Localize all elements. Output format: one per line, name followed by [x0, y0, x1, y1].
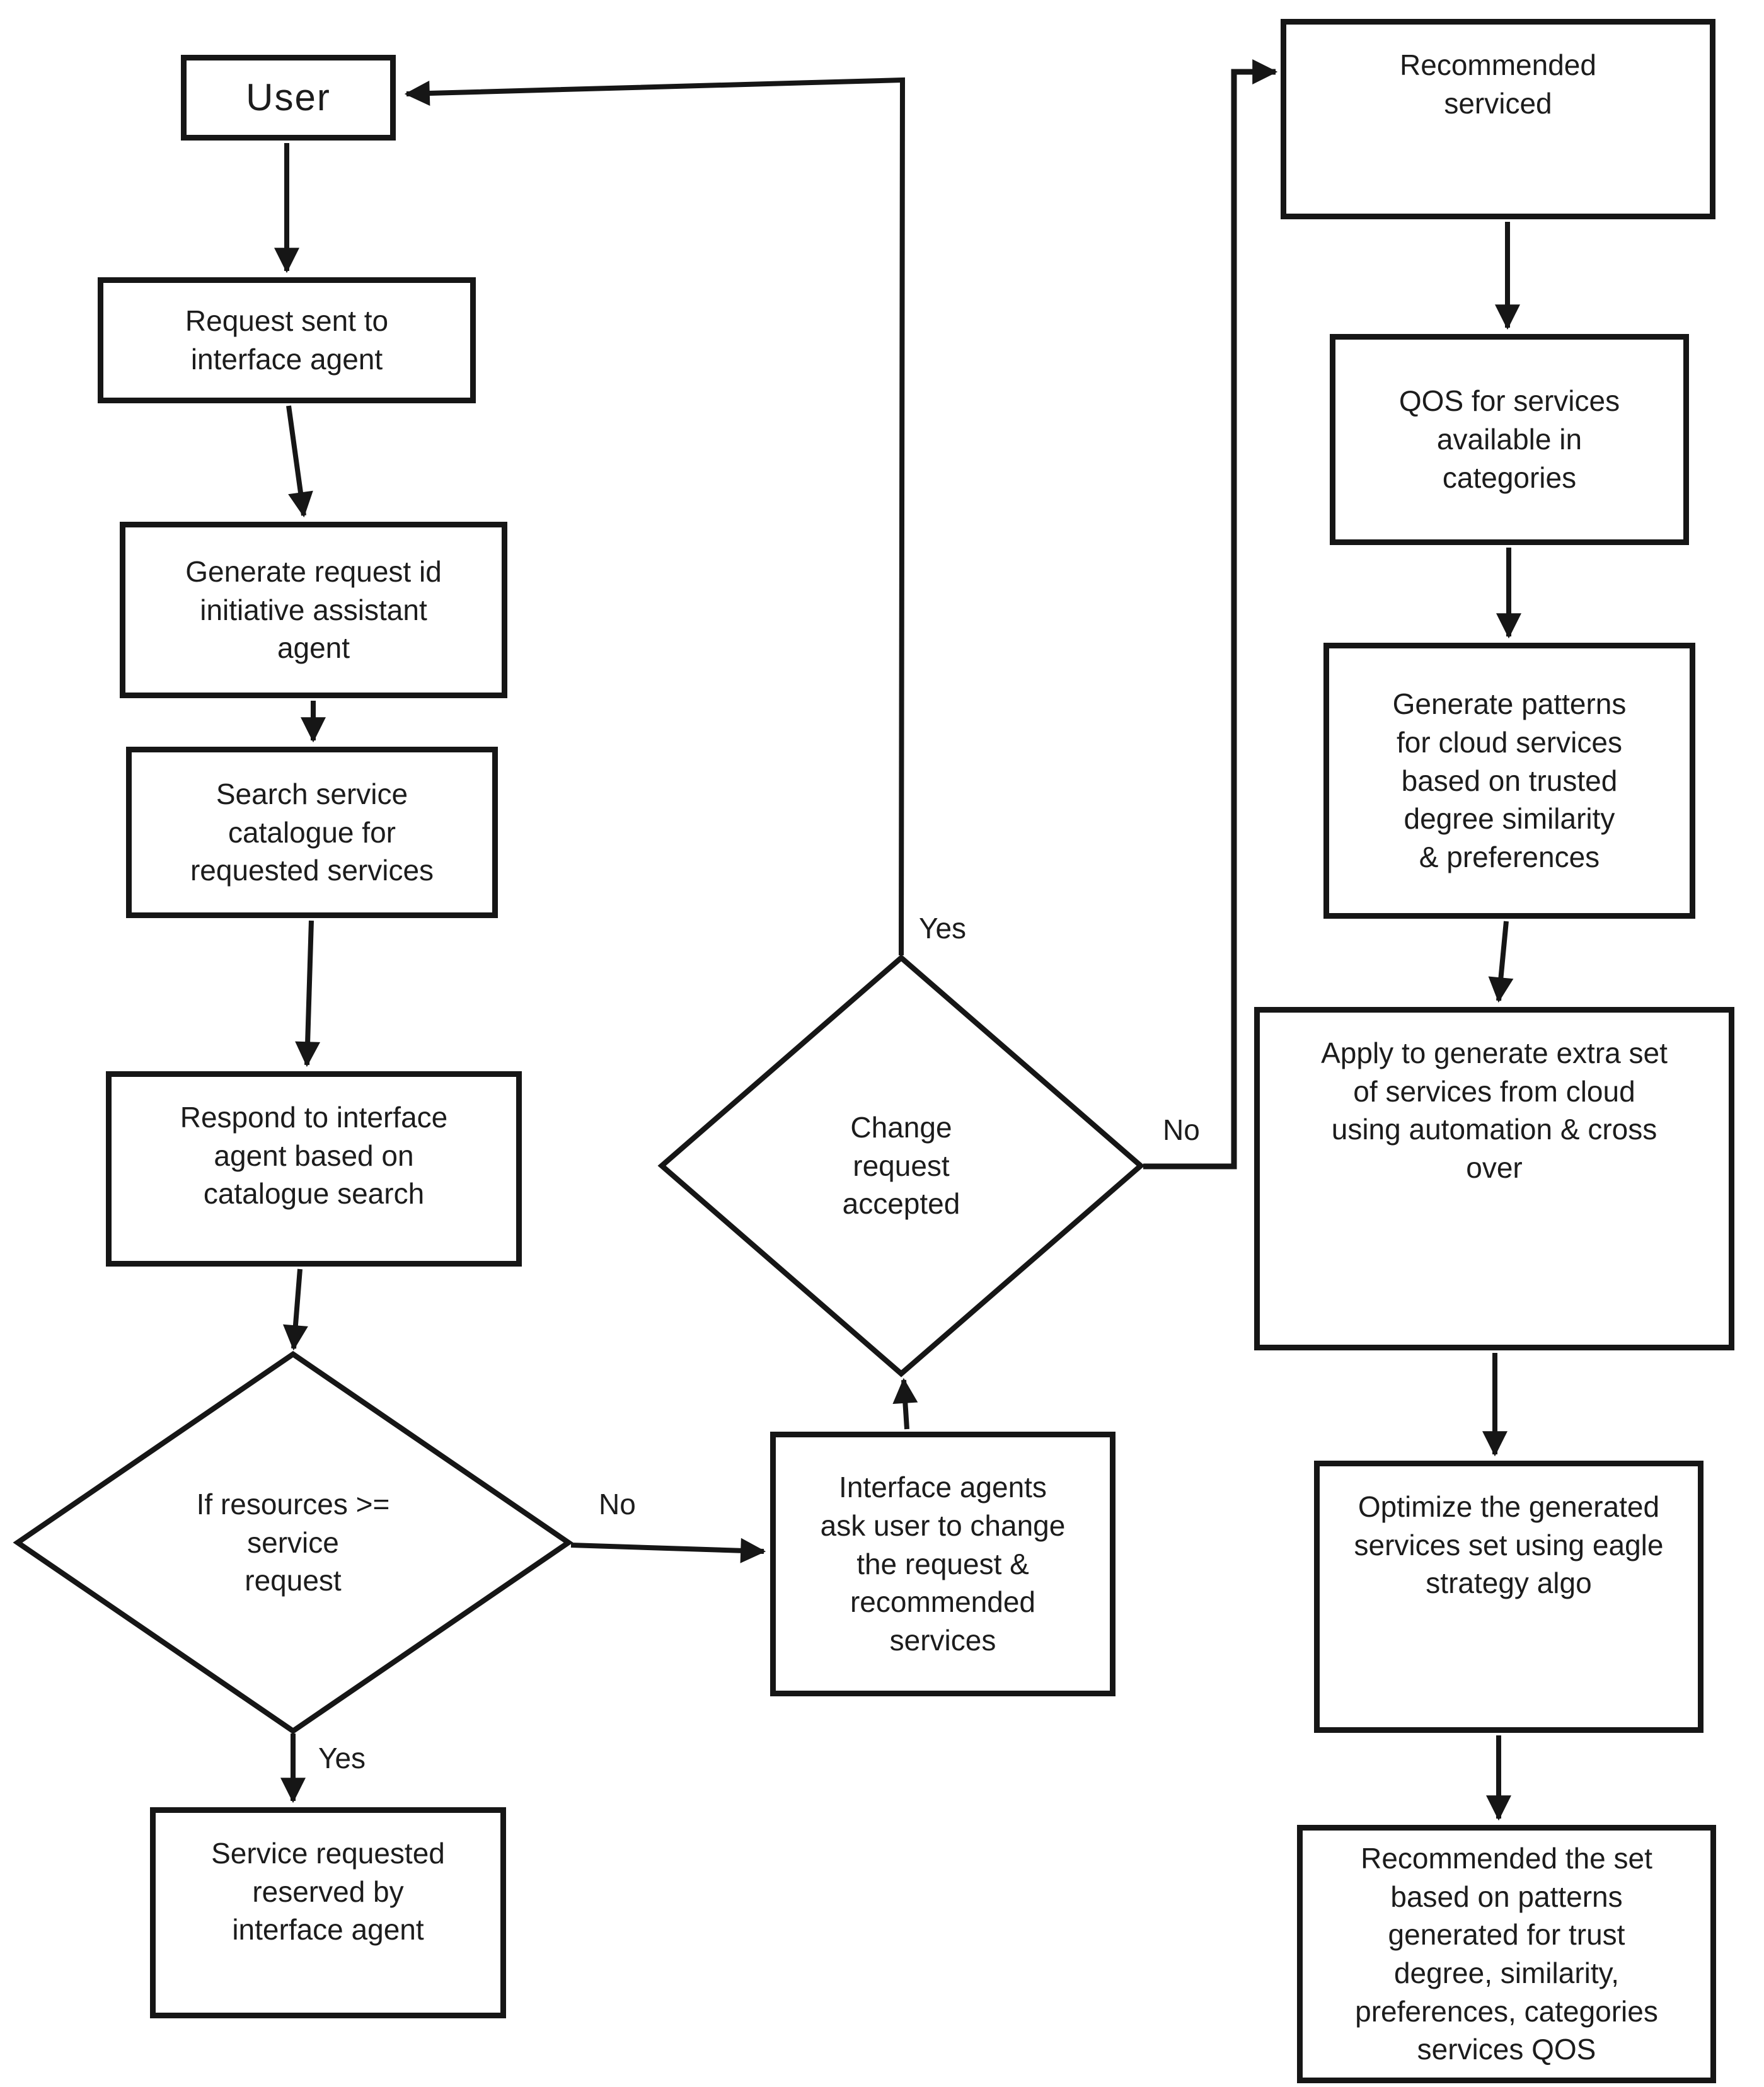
edge-change-no-to-recommended-serviced [1143, 59, 1278, 1170]
node-user-label: User [246, 76, 331, 119]
node-interface-agents-ask-label: Interface agents ask user to change the … [820, 1471, 1066, 1657]
edge-change-yes-to-user [404, 77, 906, 956]
node-recommended-serviced: Recommended serviced [1281, 19, 1715, 219]
edge-label-change-yes: Yes [919, 912, 967, 945]
edge-respond-interface-to-resources-decision [282, 1268, 308, 1351]
node-recommended-set-label: Recommended the set based on patterns ge… [1355, 1841, 1658, 2066]
change-request-decision-diamond [657, 954, 1145, 1377]
node-interface-agents-ask: Interface agents ask user to change the … [770, 1432, 1115, 1696]
node-search-catalogue-label: Search service catalogue for requested s… [190, 777, 434, 887]
node-user: User [181, 55, 396, 141]
edge-search-catalogue-to-respond-interface [295, 920, 321, 1067]
node-service-reserved-label: Service requested reserved by interface … [211, 1837, 445, 1946]
node-qos-services: QOS for services available in categories [1330, 334, 1689, 545]
edge-interface-agents-to-change-decision [892, 1377, 918, 1430]
node-generate-patterns: Generate patterns for cloud services bas… [1323, 643, 1695, 919]
node-search-catalogue: Search service catalogue for requested s… [126, 747, 498, 918]
node-generate-request-label: Generate request id initiative assistant… [185, 555, 442, 665]
node-generate-patterns-label: Generate patterns for cloud services bas… [1392, 687, 1627, 874]
edge-resources-no-to-interface-agents [570, 1538, 766, 1563]
node-request-sent-label: Request sent to interface agent [185, 304, 389, 376]
edge-label-resources-no: No [599, 1488, 636, 1521]
node-generate-request: Generate request id initiative assistant… [120, 522, 507, 698]
node-qos-services-label: QOS for services available in categories [1398, 384, 1620, 494]
edge-generate-patterns-to-apply-extra [1488, 921, 1514, 1003]
resources-decision-diamond [13, 1350, 574, 1735]
node-optimize-services-label: Optimize the generated services set usin… [1354, 1490, 1664, 1600]
node-request-sent: Request sent to interface agent [98, 277, 476, 403]
node-respond-interface: Respond to interface agent based on cata… [106, 1071, 522, 1267]
edge-label-resources-yes: Yes [318, 1742, 366, 1774]
node-apply-generate-extra: Apply to generate extra set of services … [1254, 1007, 1734, 1350]
node-respond-interface-label: Respond to interface agent based on cata… [180, 1101, 448, 1210]
node-service-reserved: Service requested reserved by interface … [150, 1807, 506, 2018]
edge-request-sent-to-generate-request [286, 405, 313, 518]
edge-label-change-no: No [1163, 1113, 1200, 1146]
node-optimize-services: Optimize the generated services set usin… [1314, 1461, 1703, 1733]
node-recommended-serviced-label: Recommended serviced [1400, 49, 1596, 120]
node-recommended-set: Recommended the set based on patterns ge… [1297, 1825, 1716, 2083]
node-apply-generate-extra-label: Apply to generate extra set of services … [1321, 1037, 1668, 1185]
